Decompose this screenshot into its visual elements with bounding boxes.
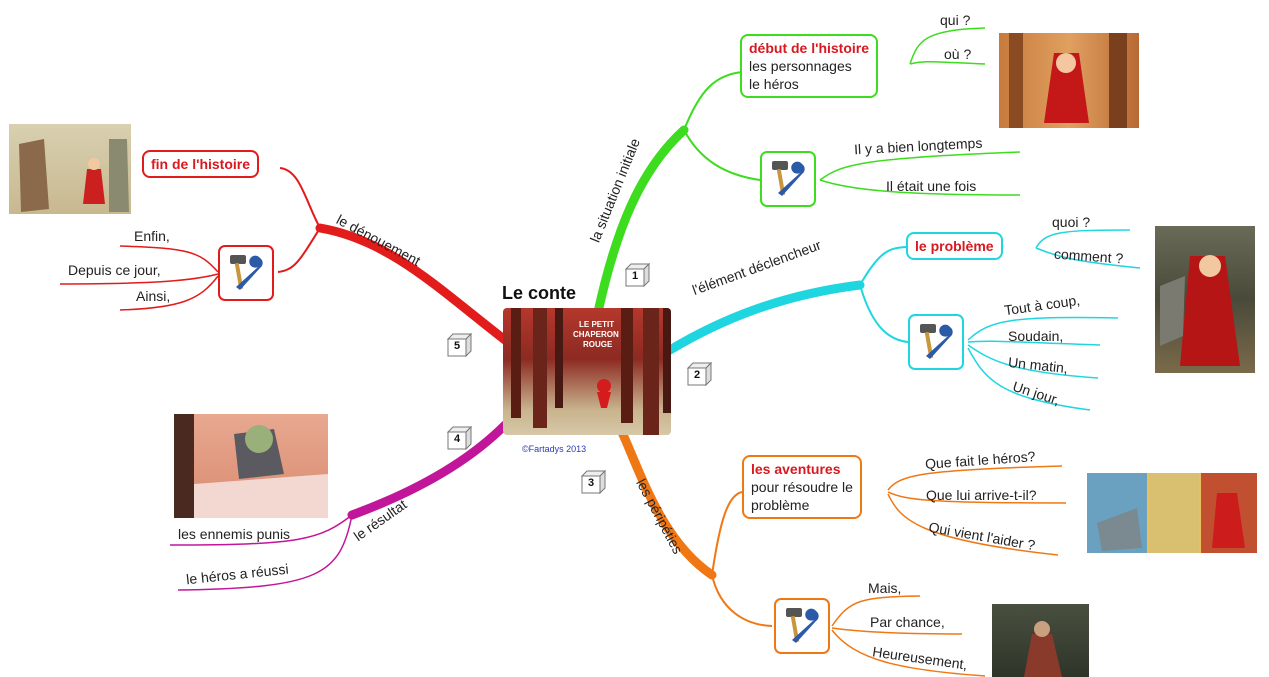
tools-icon [230, 255, 263, 290]
illustrated-characters-image[interactable] [9, 124, 131, 214]
topic-les-aventures[interactable]: les aventures pour résoudre le problème [742, 455, 862, 519]
cube-icon [580, 470, 606, 494]
topic-line: problème [751, 497, 810, 513]
branch-1-trunk [593, 125, 689, 317]
branch-5-upper [279, 167, 321, 229]
character-illustration [1160, 255, 1240, 366]
topic-heading: le problème [915, 238, 994, 254]
tools-icon [920, 324, 953, 359]
branch-2-q1 [1035, 229, 1131, 249]
branch-number-5[interactable]: 5 [446, 333, 472, 357]
branch-3-q1 [887, 465, 1063, 491]
branch-4-s2 [177, 514, 353, 591]
tools-node-2[interactable] [908, 314, 964, 370]
topic-fin-histoire[interactable]: fin de l'histoire [142, 150, 260, 178]
tools-icon [786, 608, 819, 643]
branch-2-q2 [1035, 247, 1141, 269]
branch-2-t4 [967, 347, 1091, 411]
topic-line: le héros [749, 76, 799, 92]
topic-le-probleme[interactable]: le problème [906, 232, 1003, 260]
topic-line: les personnages [749, 58, 852, 74]
branch-2-t2 [967, 340, 1101, 346]
branch-number-1[interactable]: 1 [624, 263, 650, 287]
branch-4-trunk [347, 420, 510, 520]
branch-3-lower [711, 574, 773, 627]
topic-heading: les aventures [751, 461, 841, 477]
character-illustration [1009, 33, 1127, 128]
branch-3-t2 [831, 627, 963, 635]
subtopic-qui[interactable]: qui ? [940, 12, 971, 28]
cover-title-line-2: CHAPERON [573, 330, 619, 339]
branch-1-t2 [819, 179, 1021, 196]
phrase-il-etait-une-fois[interactable]: Il était une fois [886, 178, 977, 194]
branch-1-q1 [909, 27, 986, 65]
branch-2-t1 [967, 316, 1119, 341]
topic-line: pour résoudre le [751, 479, 853, 495]
branch-number-2[interactable]: 2 [686, 362, 712, 386]
subtopic-ou[interactable]: où ? [944, 46, 972, 62]
branch-1-t1 [819, 151, 1021, 181]
comic-illustration [1087, 473, 1257, 553]
wolf-in-bed-image[interactable] [174, 414, 328, 518]
branch-3-q2 [887, 491, 1067, 504]
branch-2-t3 [967, 344, 1099, 379]
cube-icon [624, 263, 650, 287]
phrase-soudain[interactable]: Soudain, [1008, 328, 1064, 344]
branch-2-lower [859, 284, 909, 343]
branch-3-q3 [887, 493, 1059, 556]
wolf-and-red-riding-hood-image[interactable] [1155, 226, 1255, 373]
phrase-depuis-ce-jour[interactable]: Depuis ce jour, [68, 262, 161, 278]
tools-node-5[interactable] [218, 245, 274, 301]
red-riding-hood-forest-image[interactable] [999, 33, 1139, 128]
topic-heading: début de l'histoire [749, 40, 870, 56]
branch-4-s1 [169, 514, 353, 546]
phrase-mais[interactable]: Mais, [868, 580, 902, 596]
branch-5-t3 [119, 275, 219, 311]
character-illustration [174, 414, 328, 518]
subtopic-que-lui-arrive-t-il[interactable]: Que lui arrive-t-il? [926, 487, 1037, 503]
branch-5-trunk [315, 223, 510, 345]
tools-node-1[interactable] [760, 151, 816, 207]
branch-5-t2 [59, 273, 219, 285]
cube-icon [446, 333, 472, 357]
branch-1-upper [683, 71, 743, 131]
branch-3-t3 [831, 629, 986, 677]
branch-1-lower [683, 129, 761, 181]
branch-number-4[interactable]: 4 [446, 426, 472, 450]
forest-illustration [511, 308, 671, 435]
tools-node-3[interactable] [774, 598, 830, 654]
branch-2-upper [859, 246, 907, 286]
story-panels-image[interactable] [1087, 473, 1257, 553]
central-topic-title[interactable]: Le conte [502, 283, 577, 303]
character-illustration [1024, 621, 1062, 677]
subtopic-ennemis-punis[interactable]: les ennemis punis [178, 526, 291, 542]
branch-number-3[interactable]: 3 [580, 470, 606, 494]
cube-icon [686, 362, 712, 386]
topic-heading: fin de l'histoire [151, 156, 251, 172]
branch-5-lower [277, 227, 321, 273]
branch-3-trunk [615, 423, 717, 580]
topic-debut-histoire[interactable]: début de l'histoire les personnages le h… [740, 34, 879, 98]
branch-2-trunk [665, 280, 865, 355]
phrase-enfin[interactable]: Enfin, [134, 228, 170, 244]
branch-3-upper [711, 491, 743, 576]
cover-title-line-3: ROUGE [583, 340, 613, 349]
tools-icon [772, 161, 805, 196]
cube-icon [446, 426, 472, 450]
central-book-cover-image[interactable]: LE PETIT CHAPERON ROUGE [503, 308, 671, 435]
phrase-ainsi[interactable]: Ainsi, [136, 288, 171, 304]
copyright-credit: ©Fartadys 2013 [522, 444, 587, 454]
branch-5-t1 [119, 245, 219, 273]
subtopic-quoi[interactable]: quoi ? [1052, 214, 1091, 230]
phrase-par-chance[interactable]: Par chance, [870, 614, 945, 630]
character-illustration [19, 139, 129, 212]
branch-3-t1 [831, 595, 921, 627]
branch-1-q2 [909, 60, 986, 65]
cover-title-line-1: LE PETIT [579, 320, 615, 329]
dark-forest-image[interactable] [992, 604, 1089, 677]
